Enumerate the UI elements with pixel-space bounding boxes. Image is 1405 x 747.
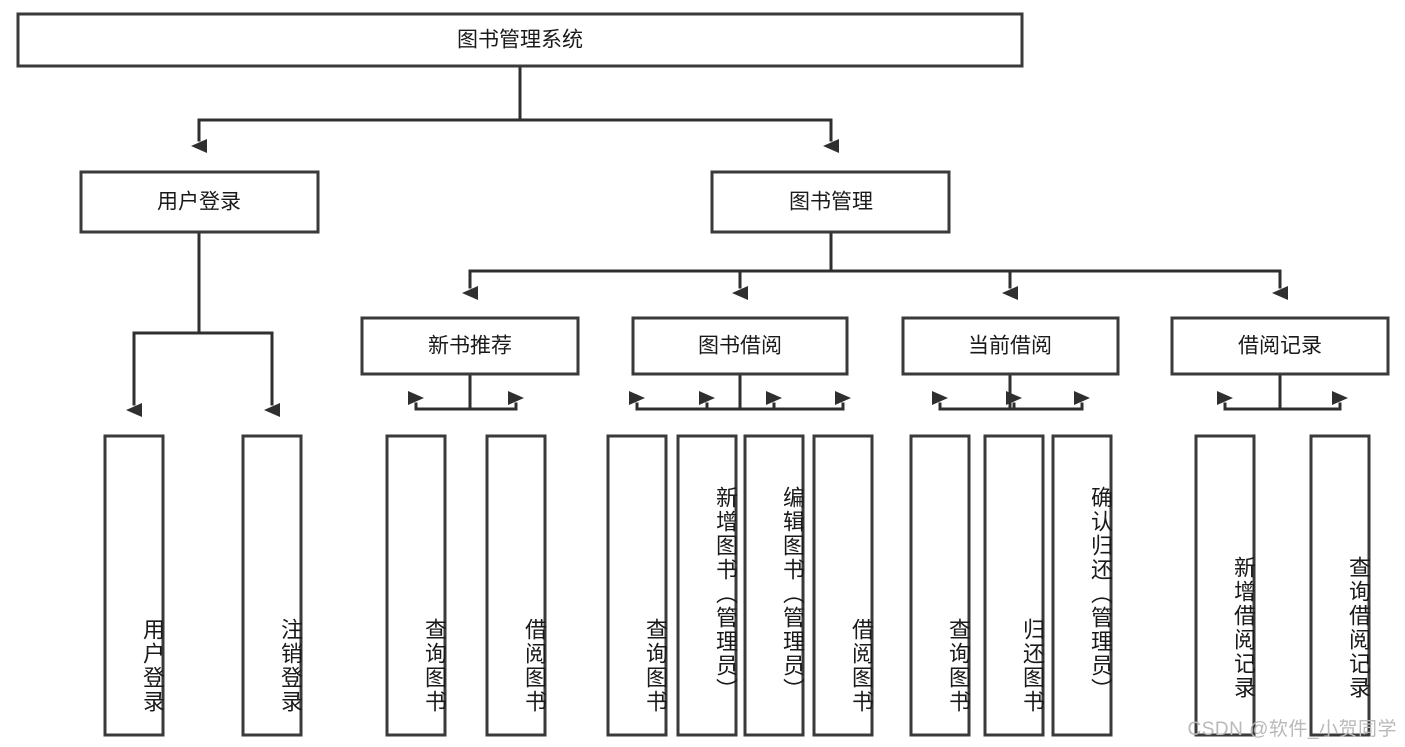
- node-new-book-recommend-label: 新书推荐: [428, 335, 512, 358]
- node-new-book-recommend-rect[interactable]: [360, 316, 580, 376]
- node-book-management-rect[interactable]: [710, 170, 951, 234]
- node-user-login-label: 用户登录: [157, 191, 241, 214]
- leaf-rect-query-book-new[interactable]: [385, 434, 447, 737]
- node-book-management-label: 图书管理: [789, 191, 873, 214]
- node-borrow-record-label: 借阅记录: [1238, 335, 1322, 358]
- leaf-rect-add-book-admin[interactable]: [676, 434, 738, 737]
- leaf-rect-borrow-book[interactable]: [812, 434, 874, 737]
- node-current-borrow-rect[interactable]: [901, 316, 1120, 376]
- leaf-rect-user-login[interactable]: [103, 434, 165, 737]
- node-borrow-record-rect[interactable]: [1170, 316, 1390, 376]
- leaf-rect-query-book-current[interactable]: [909, 434, 971, 737]
- node-book-borrow[interactable]: 图书借阅: [631, 316, 849, 376]
- node-layer: 图书管理系统 用户登录 图书管理 新书推荐 图书借阅 当前: [16, 12, 1390, 737]
- node-current-borrow-label: 当前借阅: [968, 335, 1052, 358]
- csdn-watermark: CSDN @软件_小贺同学: [1187, 719, 1397, 740]
- leaf-rect-logout[interactable]: [241, 434, 303, 737]
- node-book-management[interactable]: 图书管理: [710, 170, 951, 234]
- leaf-rect-borrow-book-new[interactable]: [485, 434, 547, 737]
- node-root[interactable]: 图书管理系统: [16, 12, 1024, 68]
- node-user-login[interactable]: 用户登录: [79, 170, 320, 234]
- leaf-rect-add-borrow-record[interactable]: [1194, 434, 1256, 737]
- node-current-borrow[interactable]: 当前借阅: [901, 316, 1120, 376]
- node-root-label: 图书管理系统: [457, 29, 583, 52]
- leaf-rect-query-borrow-record[interactable]: [1309, 434, 1371, 737]
- leaf-rect-confirm-return-admin[interactable]: [1051, 434, 1113, 737]
- connector-layer: [126, 64, 1348, 417]
- leaf-rect-edit-book-admin[interactable]: [743, 434, 805, 737]
- node-borrow-record[interactable]: 借阅记录: [1170, 316, 1390, 376]
- node-user-login-rect[interactable]: [79, 170, 320, 234]
- node-root-rect[interactable]: [16, 12, 1024, 68]
- leaf-rect-return-book[interactable]: [983, 434, 1045, 737]
- node-new-book-recommend[interactable]: 新书推荐: [360, 316, 580, 376]
- leaf-rect-query-book-borrow[interactable]: [606, 434, 668, 737]
- node-book-borrow-label: 图书借阅: [698, 335, 782, 358]
- node-book-borrow-rect[interactable]: [631, 316, 849, 376]
